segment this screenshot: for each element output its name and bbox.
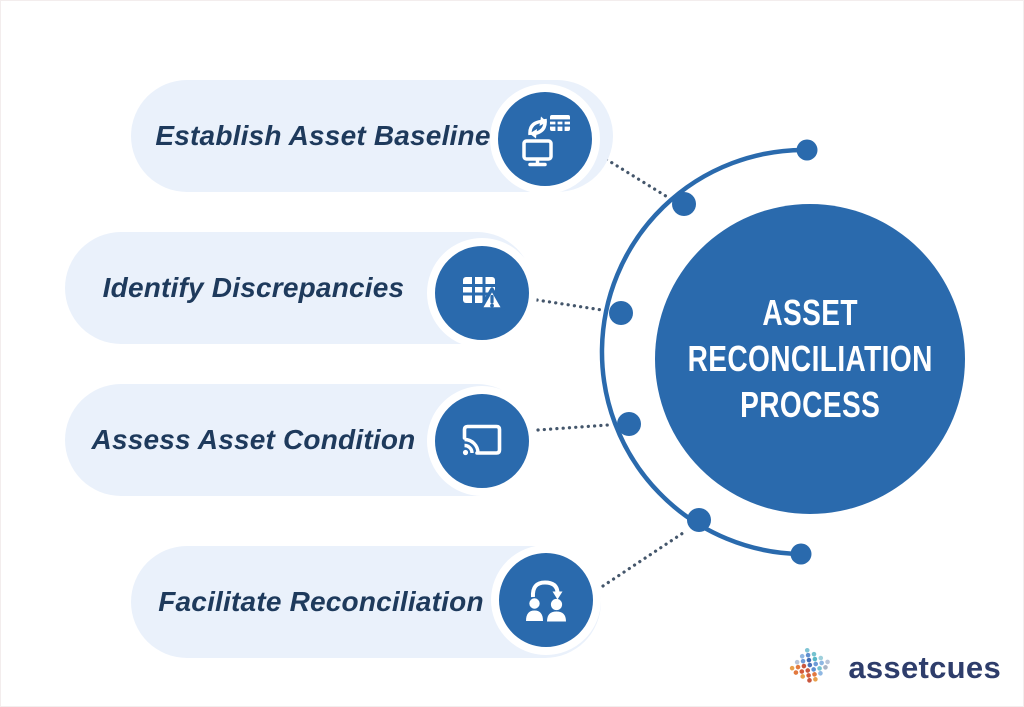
step-label: Assess Asset Condition [91, 424, 416, 455]
center-title: ASSET RECONCILIATION PROCESS [687, 290, 932, 428]
dotted-connector-3 [536, 423, 610, 432]
arc-endpoint-bottom-dot [790, 543, 812, 565]
assetcues-logo-mark [790, 647, 831, 683]
dotted-connector-4 [601, 529, 688, 588]
arc-node-4 [687, 508, 711, 532]
arc-node-2 [609, 301, 633, 325]
process-arc [599, 147, 808, 557]
cast-screen-icon [427, 386, 537, 496]
arc-endpoint-top-dot [796, 139, 818, 161]
center-title-line-3: PROCESS [739, 384, 881, 426]
table-warning-icon [427, 238, 537, 348]
center-title-line-1: ASSET [762, 291, 858, 333]
center-circle: ASSET RECONCILIATION PROCESS [655, 204, 965, 514]
people-handover-icon [491, 545, 601, 655]
step-label: Establish Asset Baseline [155, 120, 491, 151]
step-label: Identify Discrepancies [102, 272, 405, 303]
assetcues-logo: assetcues [776, 640, 1009, 696]
assetcues-logo-text: assetcues [848, 650, 1001, 685]
arc-node-1 [672, 192, 696, 216]
sync-devices-icon [490, 84, 600, 194]
center-title-line-2: RECONCILIATION [687, 337, 933, 379]
arc-node-3 [617, 412, 641, 436]
dotted-connector-2 [535, 298, 604, 312]
step-label: Facilitate Reconciliation [158, 586, 484, 617]
dotted-connector-1 [599, 154, 671, 200]
